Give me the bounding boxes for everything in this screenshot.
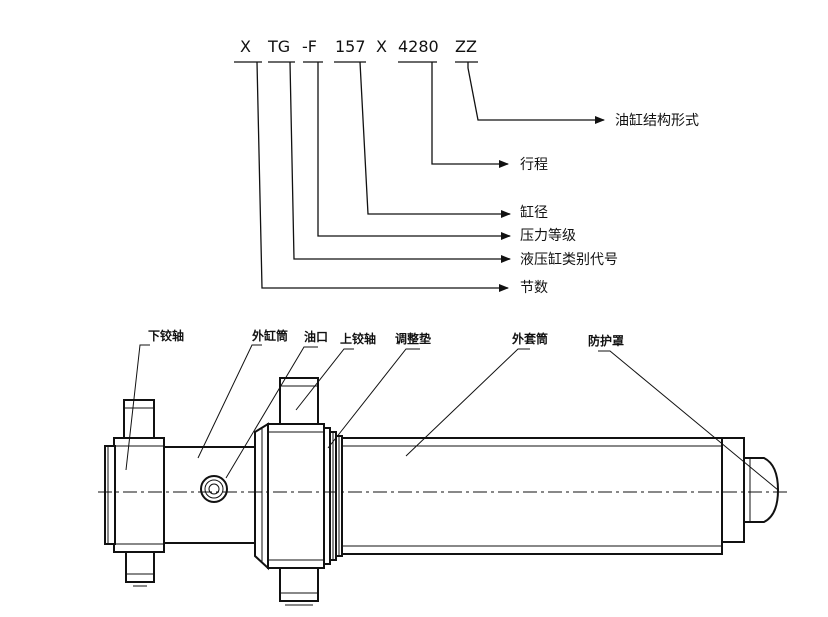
cylinder-drawing: [98, 377, 790, 606]
code-part-6: 4280: [398, 37, 439, 56]
code-part-3: -F: [302, 37, 317, 56]
label-adjusting-gasket: 调整垫: [395, 331, 431, 346]
code-legend: 油缸结构形式 行程 缸径 压力等级 液压缸类别代号 节数: [520, 112, 699, 296]
part-labels: 下铰轴 外缸筒 油口 上铰轴 调整垫 外套筒 防护罩: [148, 328, 624, 348]
outer-cylinder: [163, 446, 263, 544]
code-part-1: X: [240, 37, 251, 56]
label-protective-cover: 防护罩: [588, 333, 624, 348]
flange-collar: [254, 422, 269, 571]
code-part-4: 157: [335, 37, 366, 56]
code-part-7: ZZ: [455, 37, 477, 56]
lower-hinge-shaft: [104, 399, 165, 587]
legend-stroke: 行程: [520, 157, 548, 173]
label-oil-port: 油口: [304, 329, 328, 344]
label-outer-cylinder: 外缸筒: [252, 328, 288, 343]
legend-structure-form: 油缸结构形式: [615, 112, 699, 129]
code-leaders: [256, 61, 605, 292]
oil-port: [200, 475, 228, 503]
code-part-2: TG: [267, 37, 290, 56]
protective-cover: [721, 437, 780, 543]
outer-sleeve: [341, 437, 723, 555]
part-leaders: [125, 344, 779, 491]
legend-bore: 缸径: [520, 204, 548, 221]
label-upper-hinge-shaft: 上铰轴: [340, 331, 376, 346]
legend-pressure-grade: 压力等级: [520, 227, 576, 244]
code-part-5: X: [376, 37, 387, 56]
adjusting-gasket: [323, 427, 343, 565]
label-lower-hinge-shaft: 下铰轴: [148, 328, 184, 343]
model-code: X TG -F 157 X 4280 ZZ: [240, 37, 477, 56]
legend-stages: 节数: [520, 280, 548, 296]
legend-type-code: 液压缸类别代号: [520, 251, 618, 268]
label-outer-sleeve: 外套筒: [512, 331, 548, 346]
